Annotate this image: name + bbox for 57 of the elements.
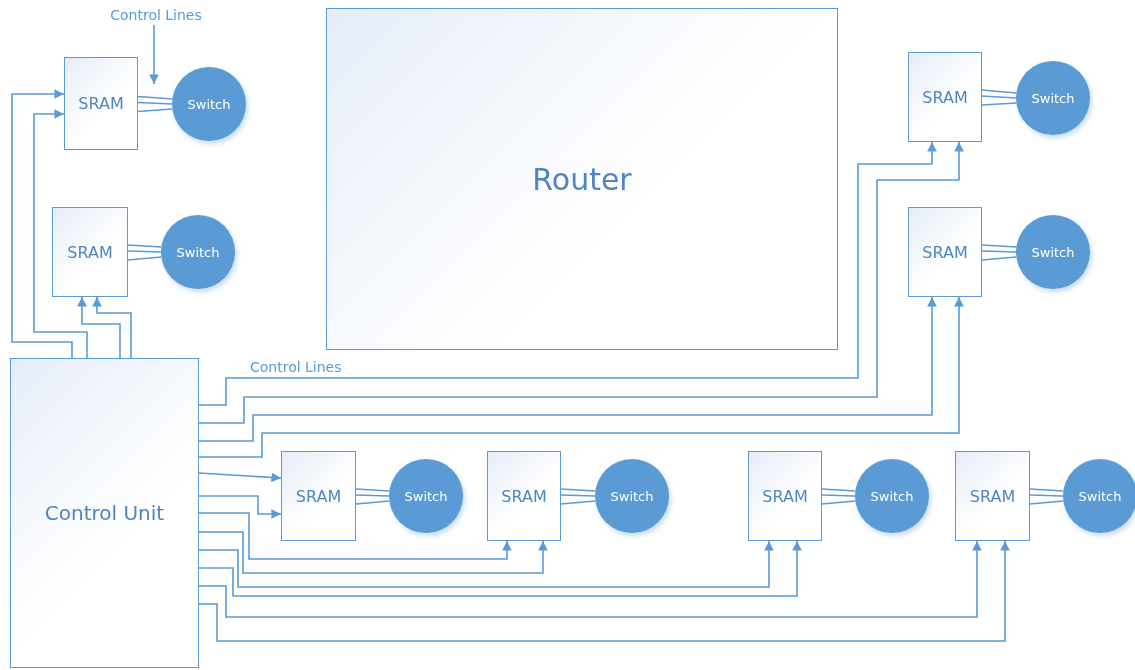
control-unit-box: Control Unit xyxy=(10,358,199,668)
connector-line xyxy=(355,500,391,505)
connector-line xyxy=(981,250,1017,253)
sram-box: SRAM xyxy=(955,451,1030,541)
arrow xyxy=(198,540,802,597)
arrow xyxy=(198,540,982,618)
connector-line xyxy=(355,488,391,492)
annotation-text: Control Lines xyxy=(250,359,342,375)
switch-circle: Switch xyxy=(389,459,463,533)
arrow xyxy=(198,540,1010,642)
connector-line xyxy=(127,250,162,253)
connector-line xyxy=(137,101,173,105)
switch-circle: Switch xyxy=(595,459,669,533)
sram-box: SRAM xyxy=(64,57,138,150)
switch-circle: Switch xyxy=(1016,215,1090,289)
sram-box: SRAM xyxy=(908,207,982,297)
switch-circle: Switch xyxy=(1063,459,1135,533)
connector-line xyxy=(981,95,1017,99)
arrow xyxy=(11,89,73,359)
connector-line xyxy=(137,95,174,100)
connector-line xyxy=(981,244,1018,248)
arrow xyxy=(198,540,774,588)
connector-line xyxy=(821,494,856,497)
connector-line xyxy=(981,89,1018,94)
connector-line xyxy=(981,256,1018,261)
sram-box: SRAM xyxy=(52,207,128,297)
arrow xyxy=(92,296,132,359)
connector-line xyxy=(355,494,390,497)
router-box: Router xyxy=(326,8,838,350)
sram-box: SRAM xyxy=(908,52,982,142)
connector-line xyxy=(981,102,1018,106)
sram-box: SRAM xyxy=(487,451,561,541)
connector-line xyxy=(1029,488,1065,492)
sram-box: SRAM xyxy=(748,451,822,541)
connector-line xyxy=(127,256,163,261)
connector-line xyxy=(1029,500,1065,505)
arrow xyxy=(149,24,159,85)
connector-line xyxy=(821,488,857,492)
connector-line xyxy=(560,500,597,505)
annotation-text: Control Lines xyxy=(105,5,207,25)
arrow xyxy=(77,296,121,359)
switch-circle: Switch xyxy=(855,459,929,533)
arrow xyxy=(33,109,88,359)
arrow xyxy=(198,472,282,483)
arrow xyxy=(198,512,512,560)
connector-line xyxy=(560,494,596,497)
arrow xyxy=(198,531,548,574)
switch-circle: Switch xyxy=(1016,61,1090,135)
connector-line xyxy=(821,500,857,505)
switch-circle: Switch xyxy=(161,215,235,289)
connector-line xyxy=(137,108,174,113)
connector-line xyxy=(1029,494,1064,497)
sram-box: SRAM xyxy=(281,451,356,541)
connector-line xyxy=(127,244,163,248)
arrow xyxy=(198,495,282,519)
connector-line xyxy=(560,488,597,492)
switch-circle: Switch xyxy=(172,67,246,141)
